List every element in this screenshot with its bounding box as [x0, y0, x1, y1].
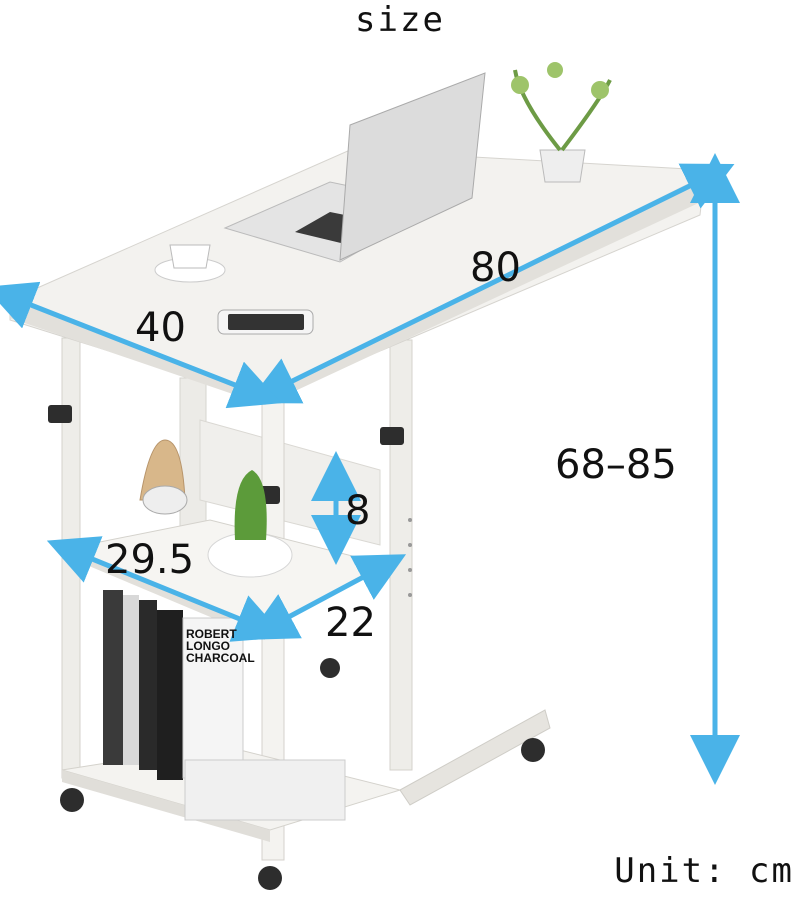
phone-icon	[217, 309, 314, 335]
wheel-icon	[60, 658, 545, 890]
right-leg	[389, 339, 413, 771]
diagram-title: size	[355, 0, 445, 40]
book-spine-text: ROBERT LONGO CHARCOAL	[186, 627, 255, 665]
label-length: 80	[470, 245, 521, 291]
arrow-depth-40	[0, 281, 282, 409]
label-shelf-gap: 8	[345, 488, 371, 534]
arrow-length-80	[247, 163, 735, 404]
label-shelf-width: 29.5	[105, 537, 195, 583]
base-bar	[399, 709, 551, 806]
arrow-shelf-width	[46, 536, 286, 642]
lamp-vase	[139, 439, 188, 515]
label-shelf-depth: 22	[325, 600, 376, 646]
label-depth: 40	[135, 305, 186, 351]
unit-label: Unit: cm	[614, 851, 794, 891]
dimension-arrows	[0, 153, 740, 785]
arrow-shelf-depth	[245, 554, 407, 640]
potted-plant-icon	[511, 62, 612, 183]
label-height: 68–85	[555, 442, 677, 488]
